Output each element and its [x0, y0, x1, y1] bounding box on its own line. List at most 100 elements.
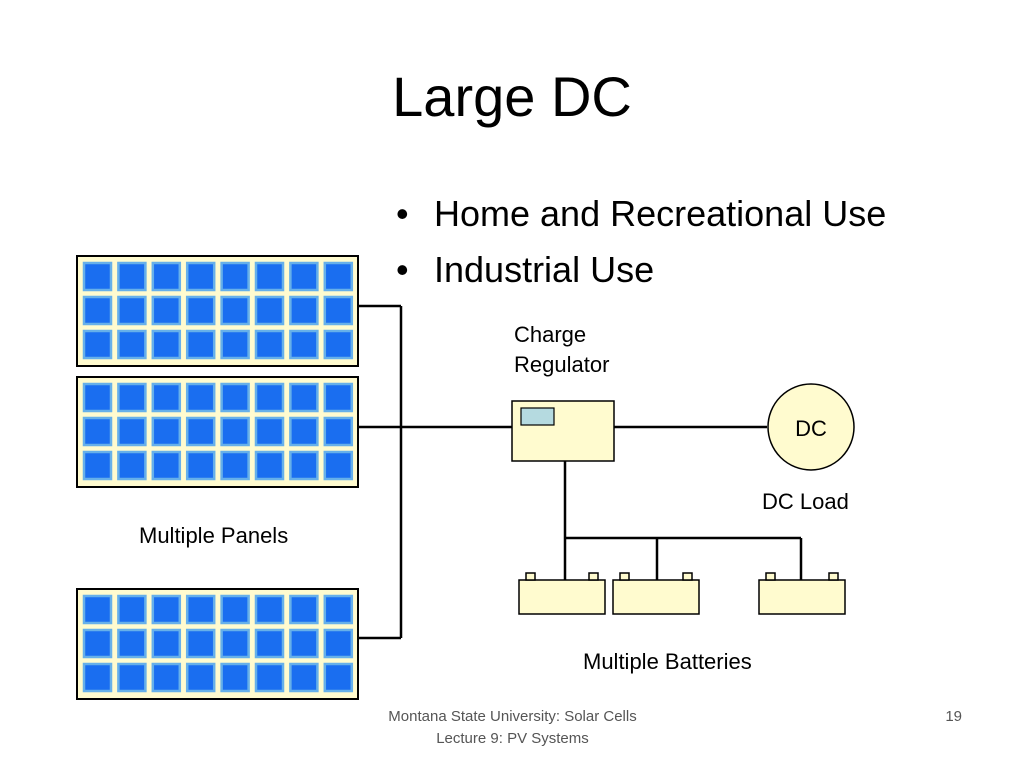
battery-terminal — [682, 572, 693, 581]
dc-load: DC — [767, 383, 855, 471]
battery-body — [612, 579, 700, 615]
solar-cell — [220, 450, 250, 481]
panels-label: Multiple Panels — [139, 523, 289, 548]
solar-cell — [289, 594, 319, 625]
solar-cell — [323, 662, 354, 693]
solar-cell — [220, 662, 250, 693]
wiring — [358, 304, 803, 640]
solar-cell — [117, 416, 147, 447]
solar-cell — [117, 594, 147, 625]
solar-cell — [323, 628, 354, 659]
solar-cell — [117, 450, 147, 481]
battery — [612, 572, 700, 615]
solar-cell — [289, 416, 319, 447]
solar-cell — [220, 261, 250, 292]
footer: Montana State University: Solar Cells Le… — [340, 706, 685, 750]
solar-cell — [220, 416, 250, 447]
solar-cell — [220, 382, 250, 413]
solar-panels — [76, 255, 359, 700]
solar-cell — [117, 261, 147, 292]
solar-cell — [117, 295, 147, 326]
solar-cell — [254, 295, 285, 326]
solar-cell — [82, 662, 113, 693]
solar-cell — [289, 662, 319, 693]
battery-terminal — [619, 572, 630, 581]
solar-cell — [254, 382, 285, 413]
solar-cell — [323, 450, 354, 481]
solar-cell — [151, 295, 182, 326]
battery-terminal — [765, 572, 776, 581]
solar-cell — [151, 382, 182, 413]
regulator-display — [520, 407, 555, 426]
solar-cell — [185, 329, 216, 360]
solar-cell — [323, 382, 354, 413]
solar-cell — [323, 329, 354, 360]
bullet-item: Industrial Use — [396, 242, 886, 298]
solar-cell — [323, 416, 354, 447]
solar-cell — [185, 295, 216, 326]
solar-cell — [289, 261, 319, 292]
solar-cell — [289, 450, 319, 481]
solar-cell — [151, 662, 182, 693]
solar-cell — [220, 295, 250, 326]
solar-cell — [82, 416, 113, 447]
solar-cell — [151, 416, 182, 447]
solar-cell — [220, 628, 250, 659]
solar-cell — [254, 450, 285, 481]
solar-panel — [76, 588, 359, 700]
battery-body — [758, 579, 846, 615]
solar-cell — [289, 628, 319, 659]
battery-terminal — [525, 572, 536, 581]
solar-cell — [185, 416, 216, 447]
solar-cell — [82, 295, 113, 326]
battery-terminal — [588, 572, 599, 581]
solar-cell — [254, 329, 285, 360]
footer-line: Montana State University: Solar Cells — [388, 708, 637, 725]
solar-cell — [185, 382, 216, 413]
batteries-label: Multiple Batteries — [583, 649, 752, 674]
dc-load-label: DC Load — [762, 489, 849, 514]
solar-cell — [254, 594, 285, 625]
solar-cell — [323, 261, 354, 292]
battery — [758, 572, 846, 615]
solar-cell — [82, 382, 113, 413]
solar-cell — [289, 329, 319, 360]
solar-cell — [185, 594, 216, 625]
solar-cell — [151, 450, 182, 481]
bullet-item: Home and Recreational Use — [396, 186, 886, 242]
footer-line: Lecture 9: PV Systems — [436, 730, 589, 747]
solar-cell — [185, 261, 216, 292]
battery-terminal — [828, 572, 839, 581]
solar-cell — [254, 662, 285, 693]
dc-load-symbol: DC — [795, 416, 827, 441]
solar-panel — [76, 376, 359, 488]
solar-cell — [220, 594, 250, 625]
solar-cell — [323, 295, 354, 326]
solar-cell — [151, 628, 182, 659]
solar-cell — [185, 628, 216, 659]
solar-cell — [82, 628, 113, 659]
dc-load-circle — [767, 383, 855, 471]
bullet-list: Home and Recreational Use Industrial Use — [396, 186, 886, 298]
solar-cell — [220, 329, 250, 360]
solar-cell — [82, 329, 113, 360]
battery — [518, 572, 606, 615]
page-title: Large DC — [392, 65, 632, 128]
solar-cell — [289, 382, 319, 413]
solar-cell — [82, 594, 113, 625]
solar-cell — [254, 261, 285, 292]
solar-cell — [117, 329, 147, 360]
solar-cell — [117, 382, 147, 413]
batteries — [518, 572, 846, 615]
regulator-label-line2: Regulator — [514, 352, 610, 377]
solar-cell — [82, 450, 113, 481]
charge-regulator — [511, 400, 615, 462]
solar-panel — [76, 255, 359, 367]
battery-body — [518, 579, 606, 615]
regulator-label-line1: Charge — [514, 322, 587, 347]
solar-cell — [117, 628, 147, 659]
solar-cell — [151, 329, 182, 360]
solar-cell — [151, 261, 182, 292]
